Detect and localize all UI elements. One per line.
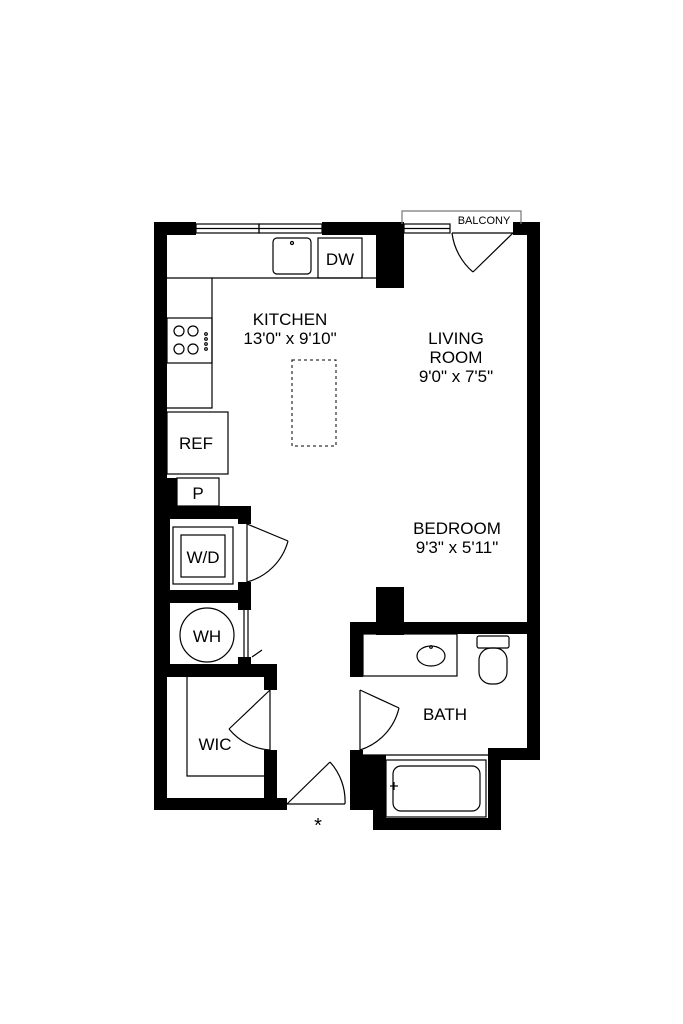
living-name-line1: LIVING bbox=[428, 329, 484, 348]
walk-in-closet: WIC bbox=[186, 677, 271, 777]
wall-bath-left-upper bbox=[350, 622, 363, 677]
bedroom-dims: 9'3" x 5'11" bbox=[416, 538, 499, 557]
laundry-closet: W/D bbox=[172, 523, 289, 585]
burner-icon bbox=[173, 325, 185, 337]
bedroom-name: BEDROOM bbox=[413, 519, 501, 538]
interior-walls bbox=[154, 234, 540, 810]
balcony-label: BALCONY bbox=[458, 215, 511, 227]
wall-wd-bottom bbox=[154, 590, 251, 603]
balcony: BALCONY bbox=[401, 210, 522, 273]
wall-wic-right-top bbox=[264, 664, 277, 690]
wall-wd-left bbox=[154, 506, 170, 606]
wall-top-left bbox=[154, 222, 196, 235]
entry-marker: * bbox=[314, 815, 322, 837]
stove bbox=[166, 317, 213, 364]
kitchen-dims: 13'0" x 9'10" bbox=[243, 329, 336, 348]
burner-icon bbox=[187, 343, 199, 355]
water-heater-closet: WH bbox=[179, 607, 263, 663]
wall-wic-right-bottom bbox=[264, 750, 277, 808]
refrigerator-label: REF bbox=[179, 434, 213, 453]
wall-pantry-left bbox=[154, 478, 177, 508]
bathroom-fixtures bbox=[359, 633, 510, 818]
refrigerator bbox=[166, 411, 229, 475]
wall-wh-right-top bbox=[238, 590, 251, 610]
wall-wd-right-top bbox=[238, 506, 251, 524]
kitchen-island bbox=[291, 359, 337, 447]
toilet-tank bbox=[476, 635, 510, 649]
sink-icon bbox=[416, 645, 446, 667]
dishwasher bbox=[317, 237, 363, 279]
living-dims: 9'0" x 7'5" bbox=[419, 367, 493, 386]
windows bbox=[195, 223, 451, 234]
room-labels: KITCHEN 13'0" x 9'10" LIVING ROOM 9'0" x… bbox=[243, 310, 501, 724]
wall-bath-top bbox=[350, 622, 540, 634]
toilet-bowl bbox=[478, 647, 508, 685]
wall-right bbox=[527, 222, 540, 760]
kitchen-fixtures: DW REF P bbox=[166, 237, 376, 507]
bathtub bbox=[385, 759, 487, 818]
entry-door: * bbox=[286, 761, 346, 837]
column-top bbox=[376, 234, 404, 288]
burner-icon bbox=[173, 343, 185, 355]
living-name-line2: ROOM bbox=[430, 348, 483, 367]
wall-bath-lower-block bbox=[350, 755, 386, 810]
wall-bath-bottom bbox=[373, 818, 501, 830]
kitchen-name: KITCHEN bbox=[253, 310, 328, 329]
wall-wd-top bbox=[154, 506, 251, 519]
water-heater-label: WH bbox=[193, 627, 221, 646]
pantry bbox=[176, 477, 220, 507]
washer-dryer-label: W/D bbox=[186, 548, 219, 567]
vanity bbox=[362, 633, 458, 677]
wall-top-mid bbox=[322, 222, 404, 235]
kitchen-sink bbox=[272, 237, 312, 275]
wic-label: WIC bbox=[198, 735, 231, 754]
pantry-label: P bbox=[192, 484, 203, 503]
bath-name: BATH bbox=[423, 705, 467, 724]
wall-wh-left bbox=[154, 603, 170, 677]
burner-icon bbox=[187, 325, 199, 337]
washer-dryer bbox=[172, 526, 234, 585]
wall-bottom-left bbox=[154, 798, 287, 810]
dishwasher-label: DW bbox=[326, 250, 354, 269]
wall-wh-bottom bbox=[154, 664, 277, 677]
water-heater bbox=[179, 607, 235, 663]
wall-bath-outer-right bbox=[488, 748, 501, 830]
